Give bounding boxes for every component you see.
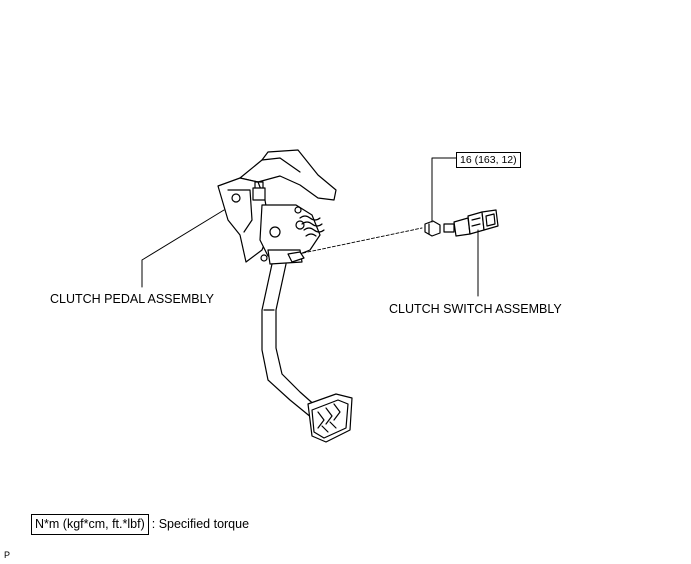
clutch-switch-assembly-label: CLUTCH SWITCH ASSEMBLY: [389, 302, 562, 316]
torque-leader-line: [431, 157, 458, 223]
corner-mark: P: [4, 550, 11, 560]
torque-spec-box: 16 (163, 12): [456, 152, 521, 169]
alignment-line: [302, 227, 423, 254]
clutch-switch-drawing: [443, 209, 499, 237]
clutch-pedal-assembly-drawing: [217, 149, 353, 443]
torque-legend-description: : Specified torque: [151, 517, 250, 531]
lock-nut: [424, 220, 441, 237]
torque-unit-box: N*m (kgf*cm, ft.*lbf): [31, 514, 149, 535]
torque-legend: N*m (kgf*cm, ft.*lbf): Specified torque: [31, 514, 249, 535]
pedal-leader-line: [141, 209, 225, 288]
clutch-pedal-assembly-label: CLUTCH PEDAL ASSEMBLY: [50, 292, 214, 306]
